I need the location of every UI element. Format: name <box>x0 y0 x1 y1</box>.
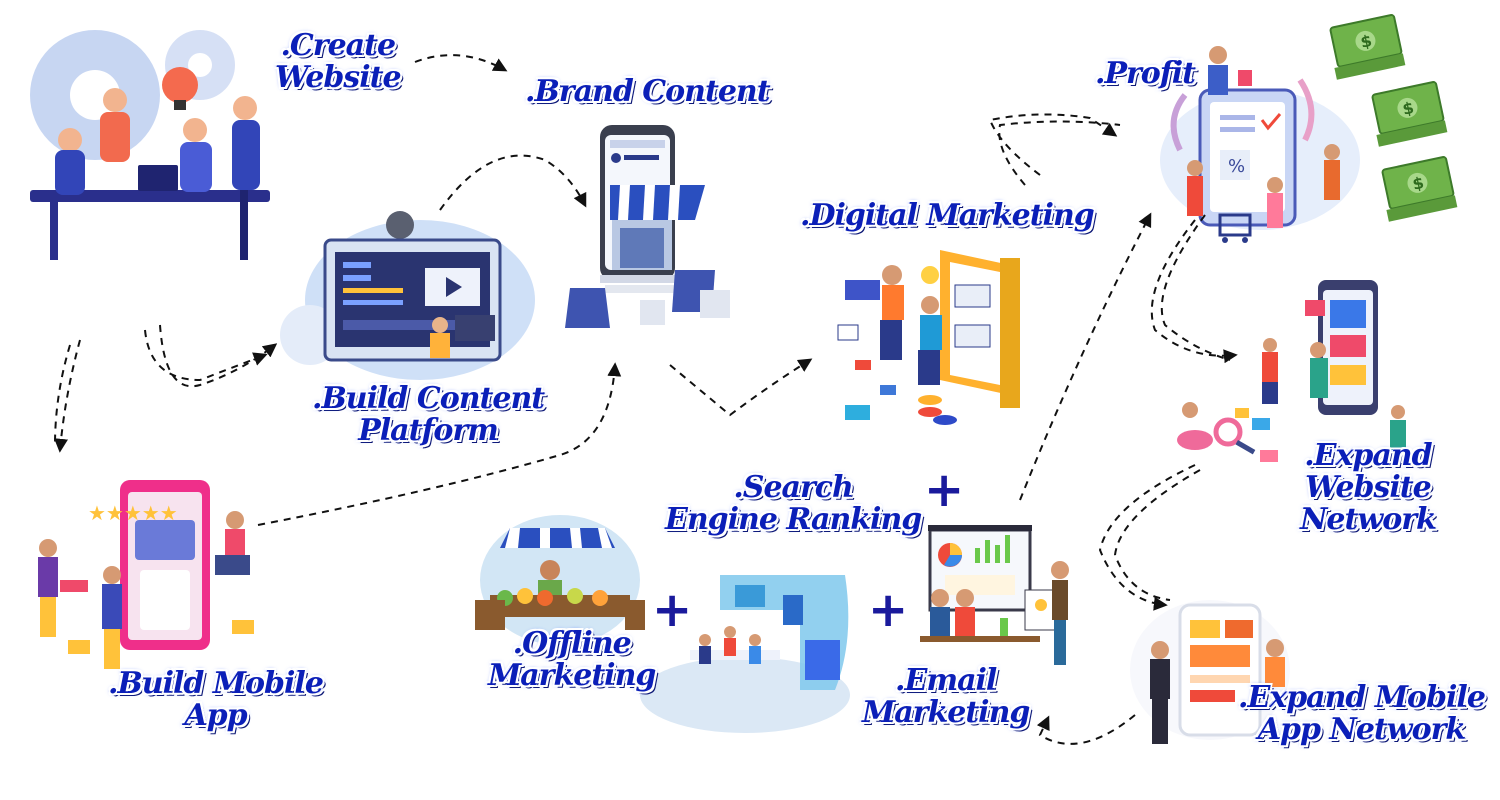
svg-text:$: $ <box>1401 98 1416 119</box>
node-build-mobile-app: .Build Mobile App <box>108 666 324 733</box>
mobile-network-illustration <box>1130 600 1290 744</box>
svg-text:$: $ <box>1359 31 1374 52</box>
label-line: App Network <box>1257 712 1466 747</box>
node-expand-mobile-app-network: .Expand Mobile App Network <box>1238 680 1486 747</box>
label-line: .Build Content <box>312 381 545 416</box>
plus-sign: + <box>652 582 693 638</box>
label-line: .Digital Marketing <box>800 198 1095 233</box>
arrow-profit-to-website <box>1150 219 1238 364</box>
node-expand-website-network: .Expand Website Network <box>1300 438 1437 537</box>
label-line: Marketing <box>862 695 1030 730</box>
arrow-profit-to-website-2 <box>1160 214 1231 361</box>
label-line: .Create <box>280 28 396 63</box>
website-network-illustration <box>1177 280 1406 462</box>
seo-team-illustration <box>640 575 850 733</box>
node-build-content-platform: .Build Content Platform <box>312 381 545 448</box>
label-line: Engine Ranking <box>665 502 922 537</box>
node-brand-content: .Brand Content <box>525 74 771 109</box>
flow-arrows <box>54 54 1238 745</box>
svg-text:★★★★★: ★★★★★ <box>88 501 178 525</box>
node-search-engine-ranking: .Search Engine Ranking <box>665 470 922 537</box>
label-line: .Profit <box>1095 56 1196 91</box>
arrow-create-to-brand <box>414 54 508 72</box>
label-line: Website <box>275 60 402 95</box>
label-line: .Build Mobile <box>108 666 324 701</box>
arrow-store-to-digital <box>669 358 813 417</box>
arrow-create-to-app <box>54 339 81 453</box>
arrow-app-to-store <box>257 362 622 526</box>
plus-sign: + <box>868 582 909 638</box>
label-line: App <box>184 698 247 733</box>
label-line: .Search <box>733 470 854 505</box>
node-digital-marketing: .Digital Marketing <box>800 198 1095 233</box>
label-line: Platform <box>358 413 499 448</box>
svg-text:$: $ <box>1411 173 1426 194</box>
arrow-website-to-mobile-2 <box>1113 469 1201 601</box>
arrow-platform-to-store <box>439 154 587 211</box>
node-offline-marketing: .Offline Marketing <box>488 626 656 693</box>
arrow-create-to-platform <box>159 324 278 388</box>
label-line: Marketing <box>488 658 656 693</box>
arrow-email-to-profit <box>1019 212 1152 501</box>
online-store-illustration <box>565 125 730 328</box>
content-platform-illustration <box>280 211 535 380</box>
market-stall-illustration <box>475 515 645 645</box>
node-email-marketing: .Email Marketing <box>862 663 1030 730</box>
arrow-digital-to-profit <box>988 113 1118 176</box>
mobile-app-illustration: ★★★★★ <box>38 480 254 669</box>
digital-marketing-illustration <box>837 250 1020 425</box>
arrow-create-to-platform-2 <box>144 329 268 382</box>
profit-shopping-illustration: % <box>1160 46 1360 243</box>
node-profit: .Profit <box>1095 56 1196 91</box>
email-marketing-illustration <box>920 525 1069 665</box>
label-line: .Email <box>895 663 997 698</box>
label-line: .Offline <box>512 626 632 661</box>
arrow-digital-to-profit-2 <box>998 120 1121 186</box>
arrow-website-to-mobile <box>1098 464 1196 611</box>
node-create-website: .Create Website <box>275 28 402 95</box>
label-line: .Brand Content <box>525 74 771 109</box>
label-line: .Expand Mobile <box>1238 680 1486 715</box>
label-line: Network <box>1300 502 1437 537</box>
money-stack-icon: $ $ $ <box>1329 14 1458 222</box>
label-line: .Expand <box>1304 438 1432 473</box>
plus-sign: + <box>924 462 965 518</box>
arrow-mobile-to-email <box>1036 714 1136 745</box>
team-brainstorm-illustration <box>30 30 270 260</box>
label-line: Website <box>1305 470 1432 505</box>
svg-text:%: % <box>1228 156 1245 177</box>
